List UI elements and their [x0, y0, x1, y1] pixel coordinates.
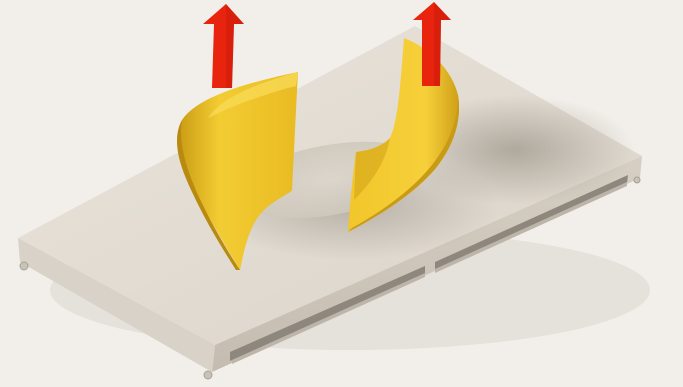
foot-right: [634, 177, 640, 183]
foot-front: [204, 371, 212, 379]
foot-left: [20, 262, 28, 270]
